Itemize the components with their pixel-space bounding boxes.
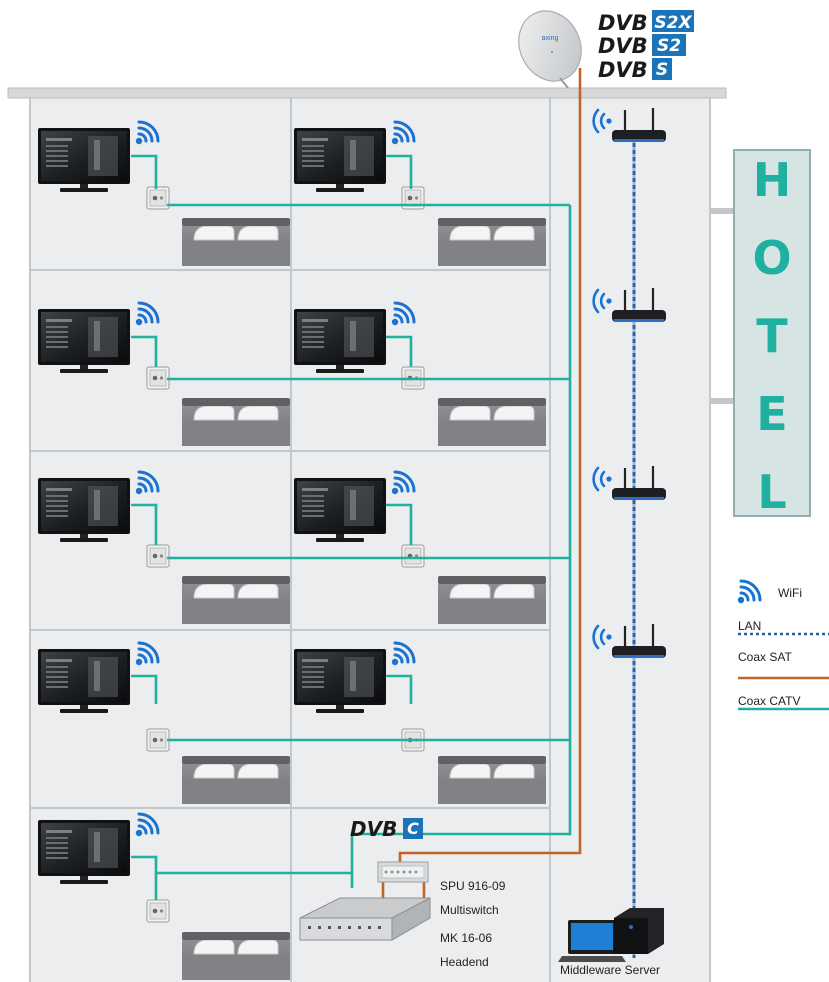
bed-icon: [437, 397, 547, 447]
dvb-prefix: DVB: [350, 817, 397, 841]
headend-type: Headend: [440, 955, 489, 969]
tv-icon: [294, 478, 386, 542]
bed-icon: [181, 575, 291, 625]
tv-icon: [294, 128, 386, 192]
hotel-letter: L: [757, 465, 786, 519]
sign-bracket-bottom: [710, 398, 734, 404]
bed-icon: [437, 217, 547, 267]
tv-icon: [294, 649, 386, 713]
server-label: Middleware Server: [560, 963, 660, 977]
bed-icon: [181, 755, 291, 805]
wall-socket-icon: [146, 899, 170, 923]
dvb-s2x-badge: DVB S2X: [598, 10, 694, 35]
tv-icon: [294, 309, 386, 373]
hotel-letter: H: [753, 153, 792, 207]
dvb-c-badge: DVB C: [350, 817, 423, 841]
roof-slab: [7, 87, 727, 99]
wall-socket-icon: [401, 544, 425, 568]
headend-icon: [299, 897, 431, 941]
building-body: [30, 96, 710, 982]
dvb-s-badge: DVB S: [598, 58, 672, 82]
tv-icon: [38, 128, 130, 192]
bed-icon: [181, 217, 291, 267]
server-box-icon: [614, 908, 664, 954]
wall-socket-icon: [146, 366, 170, 390]
legend-wifi: WiFi: [778, 586, 802, 600]
hotel-letter: T: [756, 309, 788, 363]
wall-socket-icon: [146, 728, 170, 752]
laptop-icon: [558, 920, 626, 962]
dish-brand: axing: [542, 35, 559, 42]
multiswitch-type: Multiswitch: [440, 903, 499, 917]
legend-coax-catv: Coax CATV: [738, 694, 800, 708]
coax-catv-network: [131, 154, 572, 900]
dvb-s-label: S: [656, 60, 668, 80]
bed-icon: [181, 931, 291, 981]
sign-bracket-top: [710, 208, 734, 214]
wall-socket-icon: [146, 186, 170, 210]
hotel-sign: [733, 149, 811, 517]
dvb-prefix: DVB: [598, 11, 648, 35]
dvb-c-label: C: [407, 819, 419, 838]
satellite-dish-icon: axing: [518, 10, 582, 89]
wall-socket-icon: [146, 544, 170, 568]
dvb-prefix: DVB: [598, 34, 648, 58]
dvb-s2x-label: S2X: [654, 13, 692, 33]
hotel-letter: E: [756, 387, 787, 441]
legend: WiFi LAN Coax SAT Coax CATV: [736, 579, 829, 711]
tv-icon: [38, 649, 130, 713]
dvb-prefix: DVB: [598, 58, 648, 82]
bed-icon: [181, 397, 291, 447]
tv-icon: [38, 820, 130, 884]
wifi-icon: [736, 579, 762, 605]
tv-icon: [38, 309, 130, 373]
multiswitch-model: SPU 916-09: [440, 879, 506, 893]
headend-model: MK 16-06: [440, 931, 492, 945]
tv-icon: [38, 478, 130, 542]
legend-coax-sat: Coax SAT: [738, 650, 792, 664]
hotel-letter: O: [752, 231, 791, 285]
bed-icon: [437, 755, 547, 805]
room-grid: [29, 98, 711, 982]
dvb-s2-label: S2: [657, 36, 681, 56]
legend-lan: LAN: [738, 619, 761, 633]
multiswitch-icon: [377, 861, 429, 883]
bed-icon: [437, 575, 547, 625]
dvb-s2-badge: DVB S2: [598, 34, 686, 58]
